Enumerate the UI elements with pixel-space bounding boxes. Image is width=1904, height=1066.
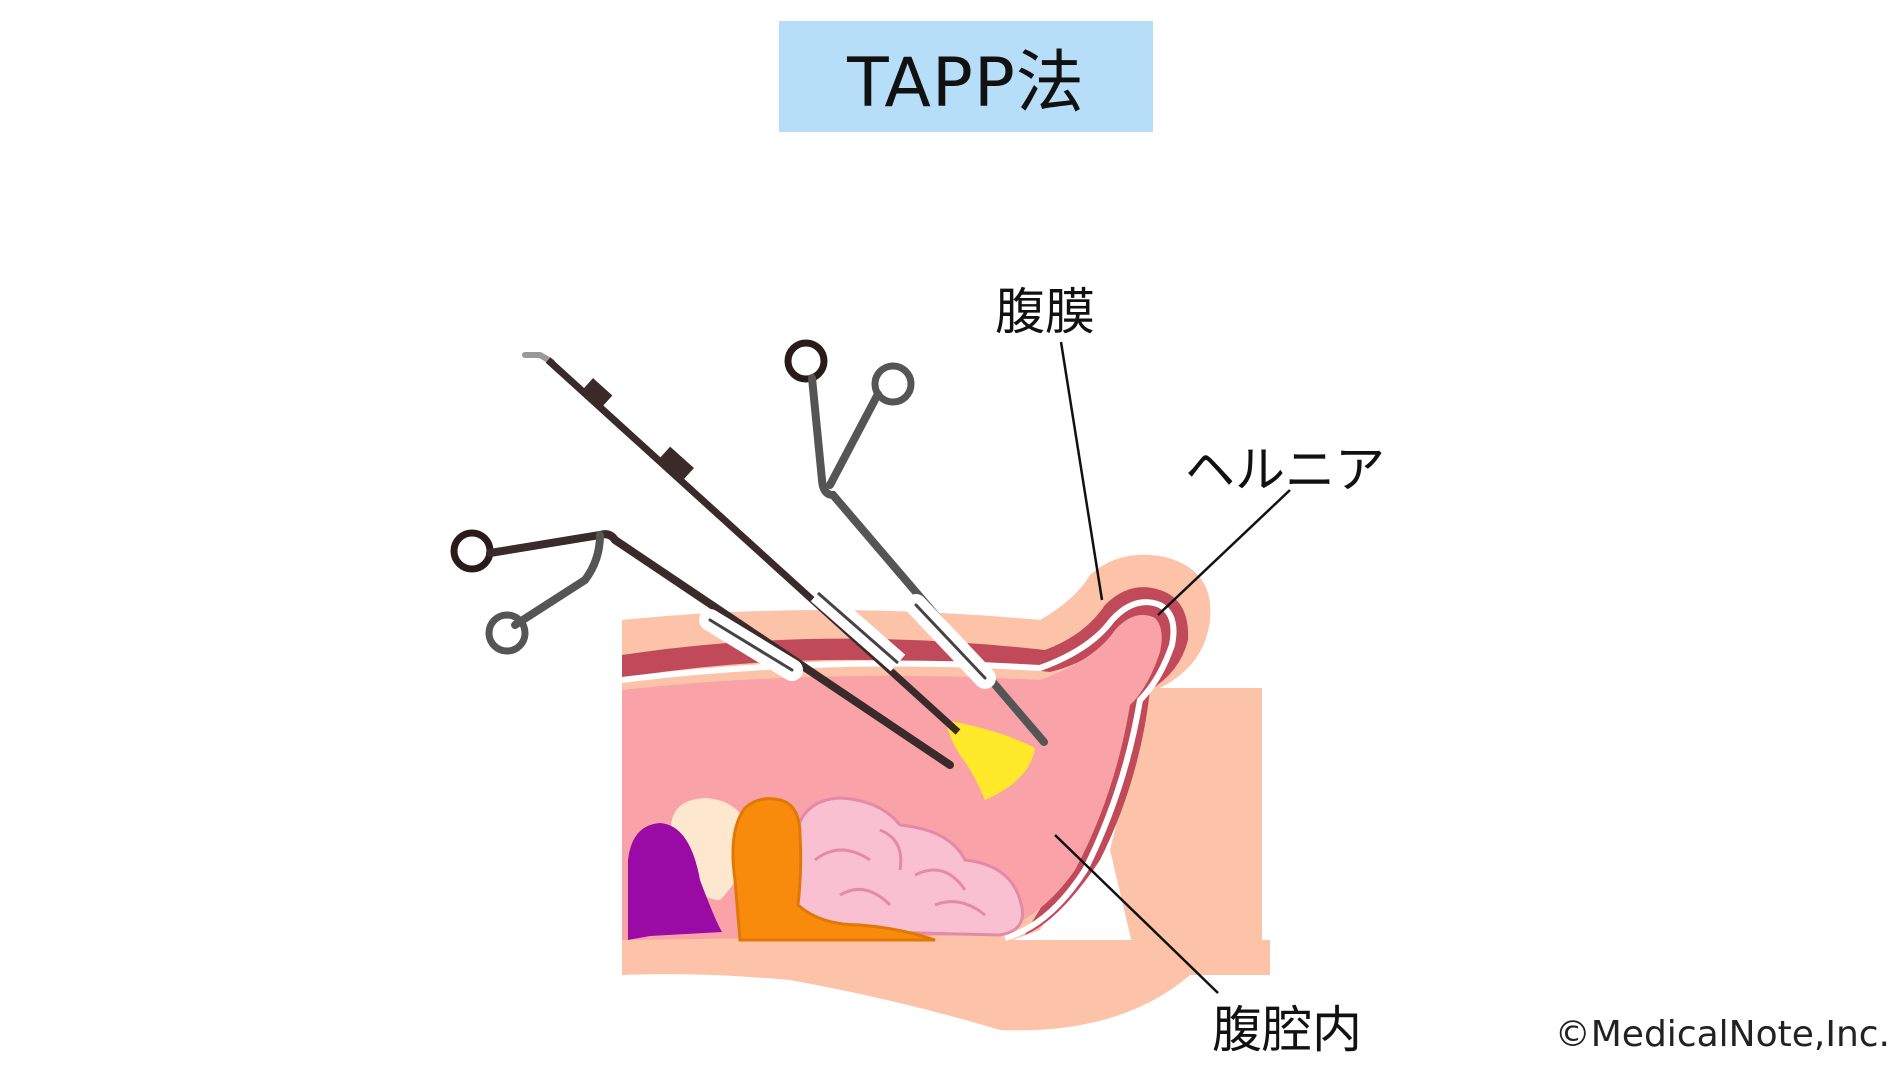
abdominal-organs [628,796,1024,942]
purple-organ [628,823,722,940]
peritoneum-line [621,599,1177,941]
muscle-layer [622,587,1189,935]
label-hernia: ヘルニア [1185,441,1385,499]
label-abdominal-cavity: 腹腔内 [1212,1001,1362,1059]
leader-peritoneum [1059,341,1104,601]
grasper-left-icon [450,529,954,769]
mesh-icon [945,720,1035,800]
colon [731,797,936,942]
grasper-right-icon [784,339,1048,746]
copyright-credit: ©MedicalNote,Inc. [1554,1014,1890,1055]
leader-hernia [1157,489,1291,616]
leader-cavity [1054,834,1219,994]
label-peritoneum: 腹膜 [995,283,1095,341]
laparoscope-icon [522,352,961,735]
page-title: TAPP法 [779,21,1153,132]
